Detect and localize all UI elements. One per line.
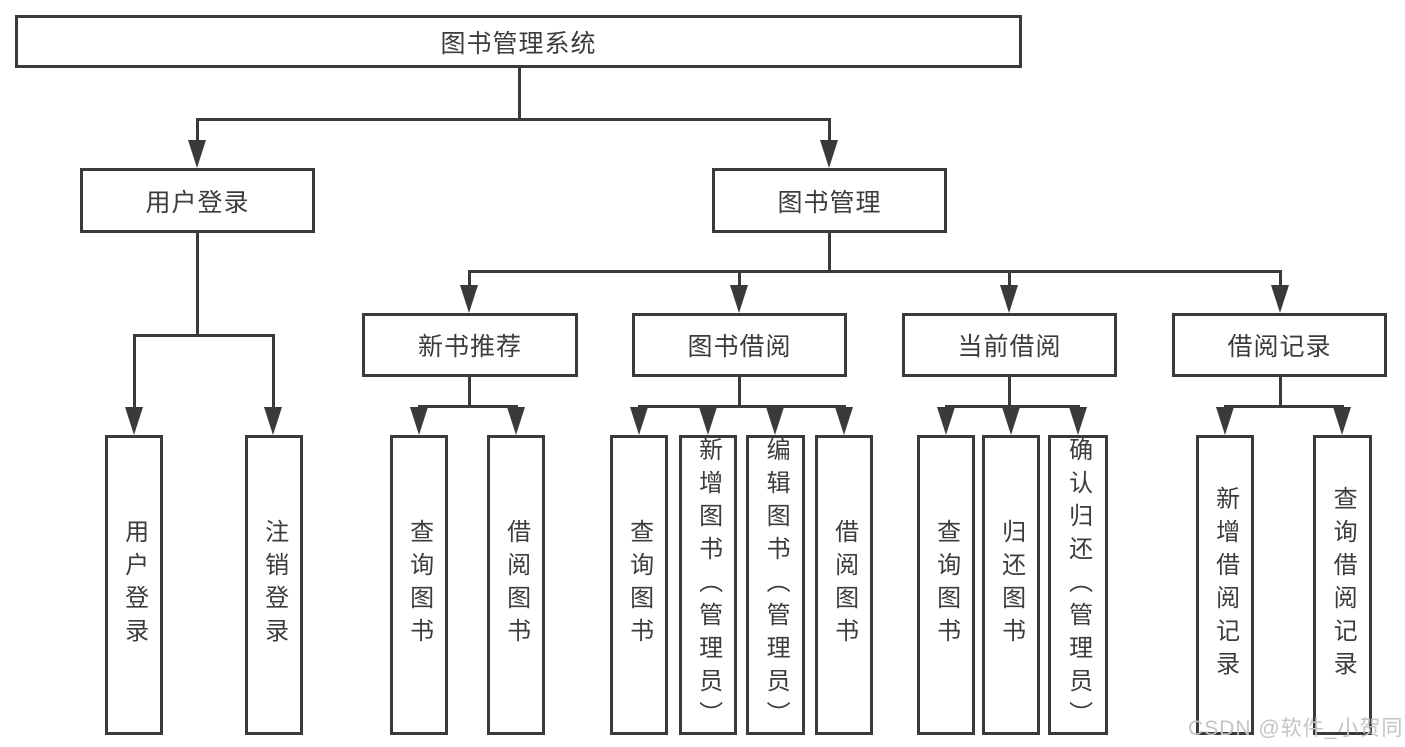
connector-line — [468, 272, 471, 287]
connector-line — [1279, 272, 1282, 287]
node-book-borrowing-label: 图书借阅 — [687, 333, 792, 361]
arrow-down-icon — [1271, 285, 1289, 313]
leaf-current-return: 归还图书 — [982, 435, 1040, 735]
leaf-borrow-borrow: 借阅图书 — [815, 435, 873, 735]
node-new-book-recommend: 新书推荐 — [362, 313, 578, 377]
arrow-down-icon — [460, 285, 478, 313]
node-current-borrowing-label: 当前借阅 — [957, 333, 1062, 361]
node-current-borrowing: 当前借阅 — [902, 313, 1117, 377]
connector-line — [272, 335, 275, 411]
connector-line — [196, 232, 199, 336]
node-root-label: 图书管理系统 — [440, 29, 597, 58]
arrow-down-icon — [188, 140, 206, 168]
connector-line — [1008, 272, 1011, 287]
leaf-newbook-query: 查询图书 — [390, 435, 448, 735]
leaf-current-query: 查询图书 — [917, 435, 975, 735]
connector-line — [738, 272, 741, 287]
arrow-down-icon — [937, 407, 955, 435]
leaf-current-confirm-label: 确认归还（管理员） — [1064, 436, 1092, 734]
connector-line — [418, 405, 518, 408]
arrow-down-icon — [766, 407, 784, 435]
connector-line — [1279, 377, 1282, 408]
connector-line — [196, 118, 831, 121]
node-user-login: 用户登录 — [80, 168, 315, 233]
leaf-borrow-edit: 编辑图书（管理员） — [746, 435, 805, 735]
connector-line — [738, 377, 741, 408]
arrow-down-icon — [630, 407, 648, 435]
arrow-down-icon — [730, 285, 748, 313]
node-book-management-label: 图书管理 — [777, 188, 882, 217]
node-root: 图书管理系统 — [15, 15, 1022, 68]
arrow-down-icon — [1000, 285, 1018, 313]
leaf-newbook-query-label: 查询图书 — [405, 519, 433, 651]
arrow-down-icon — [264, 407, 282, 435]
connector-line — [468, 270, 1282, 273]
watermark-text: CSDN @软件_小贺同学 — [1188, 717, 1405, 740]
arrow-down-icon — [699, 407, 717, 435]
arrow-down-icon — [125, 407, 143, 435]
arrow-down-icon — [507, 407, 525, 435]
leaf-borrow-query-label: 查询图书 — [625, 519, 653, 651]
leaf-current-confirm: 确认归还（管理员） — [1048, 435, 1108, 735]
leaf-records-query: 查询借阅记录 — [1313, 435, 1372, 735]
arrow-down-icon — [1333, 407, 1351, 435]
connector-line — [196, 120, 199, 144]
node-borrowing-records-label: 借阅记录 — [1227, 333, 1332, 361]
leaf-borrow-add-label: 新增图书（管理员） — [694, 436, 722, 734]
arrow-down-icon — [1069, 407, 1087, 435]
leaf-user-login: 用户登录 — [105, 435, 163, 735]
leaf-borrow-borrow-label: 借阅图书 — [830, 519, 858, 651]
connector-line — [1008, 377, 1011, 408]
leaf-borrow-add: 新增图书（管理员） — [679, 435, 737, 735]
arrow-down-icon — [835, 407, 853, 435]
leaf-current-query-label: 查询图书 — [932, 519, 960, 651]
leaf-newbook-borrow-label: 借阅图书 — [502, 519, 530, 651]
arrow-down-icon — [1216, 407, 1234, 435]
connector-line — [518, 67, 521, 121]
leaf-logout: 注销登录 — [245, 435, 303, 735]
leaf-borrow-edit-label: 编辑图书（管理员） — [762, 436, 790, 734]
leaf-records-add: 新增借阅记录 — [1196, 435, 1254, 735]
node-new-book-recommend-label: 新书推荐 — [417, 333, 522, 361]
node-book-management: 图书管理 — [712, 168, 947, 233]
connector-line — [468, 377, 471, 408]
leaf-logout-label: 注销登录 — [260, 519, 288, 651]
leaf-newbook-borrow: 借阅图书 — [487, 435, 545, 735]
connector-line — [828, 232, 831, 273]
connector-line — [1224, 405, 1344, 408]
connector-line — [133, 334, 275, 337]
connector-line — [133, 335, 136, 411]
leaf-user-login-label: 用户登录 — [120, 519, 148, 651]
leaf-records-query-label: 查询借阅记录 — [1329, 486, 1357, 684]
leaf-borrow-query: 查询图书 — [610, 435, 668, 735]
connector-line — [828, 120, 831, 144]
arrow-down-icon — [820, 140, 838, 168]
node-user-login-label: 用户登录 — [145, 188, 250, 217]
arrow-down-icon — [410, 407, 428, 435]
connector-line — [638, 405, 846, 408]
node-borrowing-records: 借阅记录 — [1172, 313, 1387, 377]
leaf-records-add-label: 新增借阅记录 — [1211, 486, 1239, 684]
node-book-borrowing: 图书借阅 — [632, 313, 847, 377]
arrow-down-icon — [1002, 407, 1020, 435]
leaf-current-return-label: 归还图书 — [997, 519, 1025, 651]
